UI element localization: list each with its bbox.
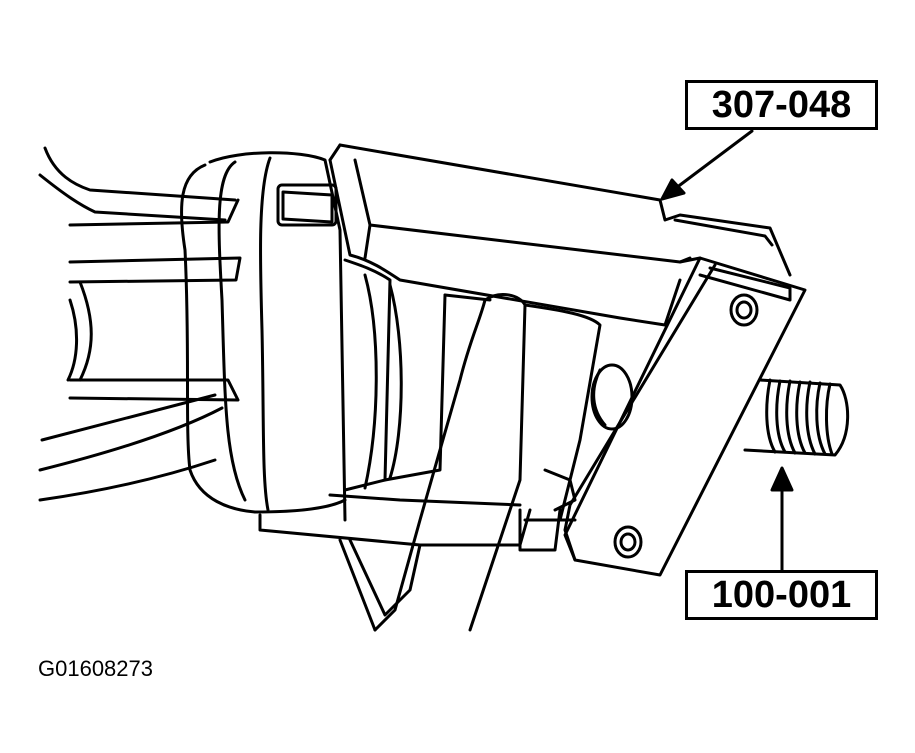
cylinder-body xyxy=(258,258,532,547)
forcing-screw-100-001 xyxy=(743,378,850,457)
collar-ring xyxy=(180,151,347,522)
figure-id: G01608273 xyxy=(38,656,153,681)
tool-block-307-048 xyxy=(328,143,792,327)
callout-text: 307-048 xyxy=(711,84,852,126)
callout-label-307-048: 307-048 xyxy=(685,80,878,130)
yoke-bar xyxy=(338,293,602,632)
shaft-housing xyxy=(38,146,242,502)
adapter-plate xyxy=(563,256,807,577)
leader-arrow-bottom xyxy=(770,466,794,572)
callout-text: 100-001 xyxy=(711,574,852,616)
callout-label-100-001: 100-001 xyxy=(685,570,878,620)
leader-arrow-top xyxy=(660,129,754,201)
